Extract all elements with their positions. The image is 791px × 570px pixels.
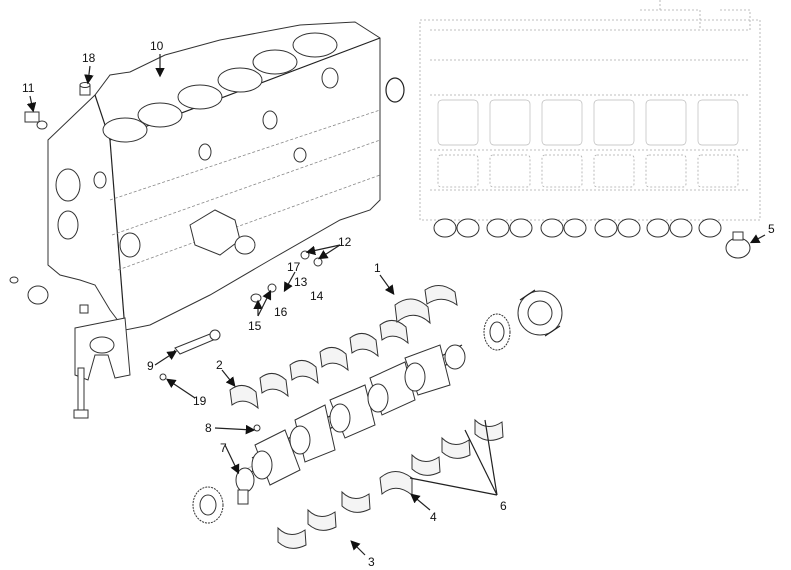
crankshaft (235, 344, 466, 493)
callout-9: 9 (147, 359, 154, 373)
callout-labels: 10 18 11 12 17 13 14 15 16 1 5 9 2 19 8 … (22, 39, 775, 569)
rear-seal (517, 289, 563, 337)
main-bearing-cap-bolt (73, 367, 89, 419)
cam-bushing (27, 285, 49, 305)
front-crank-key (237, 489, 249, 505)
crankshaft-rear-gear (483, 313, 511, 351)
callout-12: 12 (338, 235, 352, 249)
callout-2: 2 (216, 358, 223, 372)
crank-webs (254, 344, 451, 486)
callout-11: 11 (22, 81, 35, 95)
ghost-cylinder-bores (437, 99, 739, 146)
callout-15: 15 (248, 319, 262, 333)
crank-journals (251, 344, 466, 480)
front-face-openings (55, 168, 141, 258)
cylinder-block (47, 21, 381, 331)
cutaway-block-view (419, 0, 761, 259)
leader-lines (26, 54, 766, 556)
callout-16: 16 (274, 305, 288, 319)
main-bearing-cap (74, 304, 131, 381)
block-plug (79, 82, 91, 96)
block-plugs-12-13-14 (300, 250, 323, 267)
crank-dowel (253, 424, 261, 432)
tappet-row (433, 218, 722, 238)
oil-cooler-pad (189, 209, 256, 256)
upper-main-bearings (229, 285, 458, 410)
callout-1: 1 (374, 261, 381, 275)
callout-3: 3 (368, 555, 375, 569)
block-fitting (24, 111, 48, 130)
single-tappet (725, 231, 751, 259)
block-plugs-15-16 (250, 283, 277, 303)
crankshaft-front-gear (192, 486, 224, 524)
ghost-piston-cooling-nozzles (437, 154, 739, 188)
callout-14: 14 (310, 289, 324, 303)
callout-13: 13 (294, 275, 308, 289)
callout-6: 6 (500, 499, 507, 513)
rear-seal-ring (385, 77, 405, 103)
side-ports (198, 67, 339, 163)
callout-4: 4 (430, 510, 437, 524)
cylinder-bores (102, 32, 338, 143)
small-plug-left (9, 276, 19, 284)
callout-18: 18 (82, 51, 96, 65)
callout-5: 5 (768, 222, 775, 236)
dowel-ring (159, 373, 167, 381)
callout-17: 17 (287, 260, 301, 274)
thrust-bearing (379, 471, 413, 497)
callout-10: 10 (150, 39, 164, 53)
lower-main-bearings (277, 418, 504, 549)
callout-19: 19 (193, 394, 207, 408)
callout-7: 7 (220, 441, 227, 455)
callout-8: 8 (205, 421, 212, 435)
piston-cooling-nozzle (169, 329, 221, 359)
